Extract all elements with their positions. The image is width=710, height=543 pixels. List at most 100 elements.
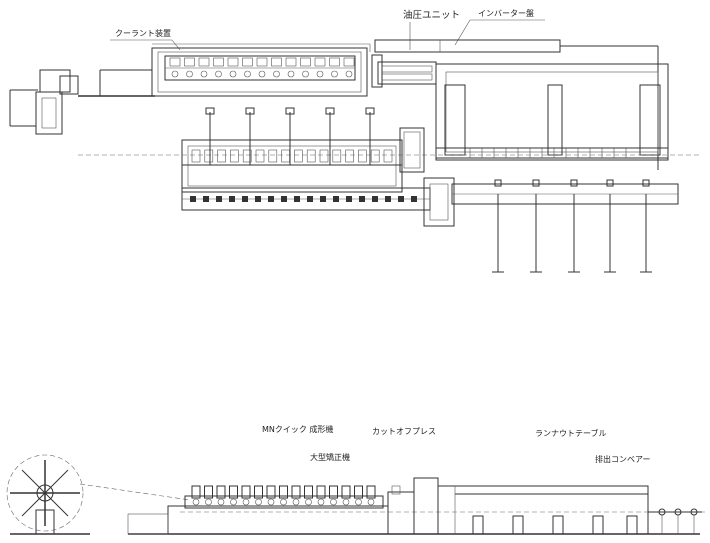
coolant-unit <box>151 47 368 97</box>
elev-roll <box>280 498 287 506</box>
forming-stand <box>281 149 290 163</box>
forming-stand <box>204 149 214 163</box>
mn-quick-label: MNクイック 成形機 <box>262 424 333 434</box>
straightener-mark <box>307 196 313 202</box>
forming-stand <box>191 149 201 163</box>
elev-leg <box>512 515 524 535</box>
elev-stand <box>316 485 326 499</box>
forming-post-cap <box>205 107 215 115</box>
straightener-mark <box>398 196 404 202</box>
straightener-plan <box>181 187 431 211</box>
forming-stand <box>383 149 393 163</box>
forming-post-cap <box>245 107 255 115</box>
elev-roll <box>317 498 325 506</box>
elev-stand <box>341 485 351 499</box>
coolant-label: クーラント装置 <box>115 28 171 38</box>
elev-roll <box>230 498 237 506</box>
hydraulic-label: 油圧ユニット <box>403 9 460 21</box>
coolant-nozzle <box>258 70 266 78</box>
plan-view: クーラント装置 油圧ユニット インバーター盤 <box>9 8 700 273</box>
coolant-cell <box>242 57 253 67</box>
elev-end-rollers <box>658 508 698 534</box>
forming-stand <box>358 149 367 163</box>
runout-table-plan <box>435 63 669 161</box>
forming-stand <box>230 149 239 163</box>
coolant-nozzle <box>186 70 193 78</box>
elev-roll <box>242 498 250 506</box>
conveyor-label: 排出コンベアー <box>595 454 651 464</box>
coolant-cells <box>169 57 355 78</box>
elev-stand <box>191 485 201 499</box>
uncoiler-elevation <box>6 454 191 535</box>
elev-stands <box>191 485 376 506</box>
elev-roll <box>205 498 212 506</box>
coolant-nozzle <box>171 70 179 78</box>
forming-post-cap <box>325 107 335 115</box>
coolant-cell <box>285 57 297 67</box>
coolant-cell <box>213 57 224 67</box>
straightener-mark <box>268 196 274 202</box>
elev-roll <box>255 498 262 506</box>
forming-stand <box>306 149 316 163</box>
elev-stand <box>254 485 263 499</box>
straightener-mark <box>255 196 261 202</box>
runout-rollers <box>469 148 627 158</box>
straightener-mark <box>385 196 391 202</box>
elev-stand <box>204 485 213 499</box>
inverter-panel <box>374 39 659 170</box>
discharge-conveyor-plan <box>451 179 679 273</box>
coolant-cell <box>300 57 311 67</box>
forming-stand <box>268 149 278 163</box>
runout-label: ランナウトテーブル <box>535 428 607 438</box>
straightener-mark <box>281 196 287 202</box>
elev-stand <box>266 485 276 499</box>
straightener-mark <box>190 196 196 202</box>
coolant-cell <box>184 57 195 67</box>
elev-stand <box>354 485 363 499</box>
elev-stand <box>279 485 288 499</box>
elev-roll <box>217 498 225 506</box>
coolant-cell <box>198 57 210 67</box>
forming-stand <box>370 149 380 163</box>
elev-roll <box>342 498 350 506</box>
elev-roll <box>192 498 200 506</box>
elev-roll <box>292 498 300 506</box>
coolant-cell <box>343 57 355 67</box>
elev-stand <box>329 485 338 499</box>
elev-stand <box>291 485 301 499</box>
conveyor-roller <box>570 179 578 187</box>
forming-stand <box>217 149 226 163</box>
conveyor-roller <box>642 179 650 187</box>
coolant-nozzle <box>273 70 280 78</box>
cutoff-press-elevation <box>387 477 439 535</box>
hydraulic-unit <box>371 54 437 88</box>
straightener-mark <box>346 196 352 202</box>
coolant-cell <box>314 57 326 67</box>
straightener-mark <box>320 196 326 202</box>
forming-stand <box>242 149 252 163</box>
coolant-nozzle <box>302 70 309 78</box>
coolant-nozzle <box>331 70 338 78</box>
straightener-mark <box>203 196 209 202</box>
elev-roll <box>330 498 337 506</box>
forming-stand <box>319 149 329 163</box>
forming-post-cap <box>365 107 375 115</box>
elev-stand <box>304 485 313 499</box>
cutoff-label: カットオフプレス <box>372 427 436 436</box>
elev-roll <box>367 498 375 506</box>
coolant-nozzle <box>287 70 295 78</box>
straightener-mark <box>294 196 300 202</box>
elev-leg <box>552 515 564 535</box>
elev-roll <box>267 498 275 506</box>
forming-machine-plan <box>78 107 700 193</box>
forming-post-cap <box>285 107 295 115</box>
straightener-mark <box>359 196 365 202</box>
straightener-mark <box>333 196 339 202</box>
elevation-view: MNクイック 成形機 カットオフプレス ランナウトテーブル 大型矯正機 排出コン… <box>6 424 705 535</box>
elev-stand <box>241 485 251 499</box>
elev-stand <box>229 485 238 499</box>
straightener-label: 大型矯正機 <box>310 452 350 462</box>
forming-stand <box>345 149 354 163</box>
inverter-label: インバーター盤 <box>478 8 534 18</box>
elev-roll <box>305 498 312 506</box>
